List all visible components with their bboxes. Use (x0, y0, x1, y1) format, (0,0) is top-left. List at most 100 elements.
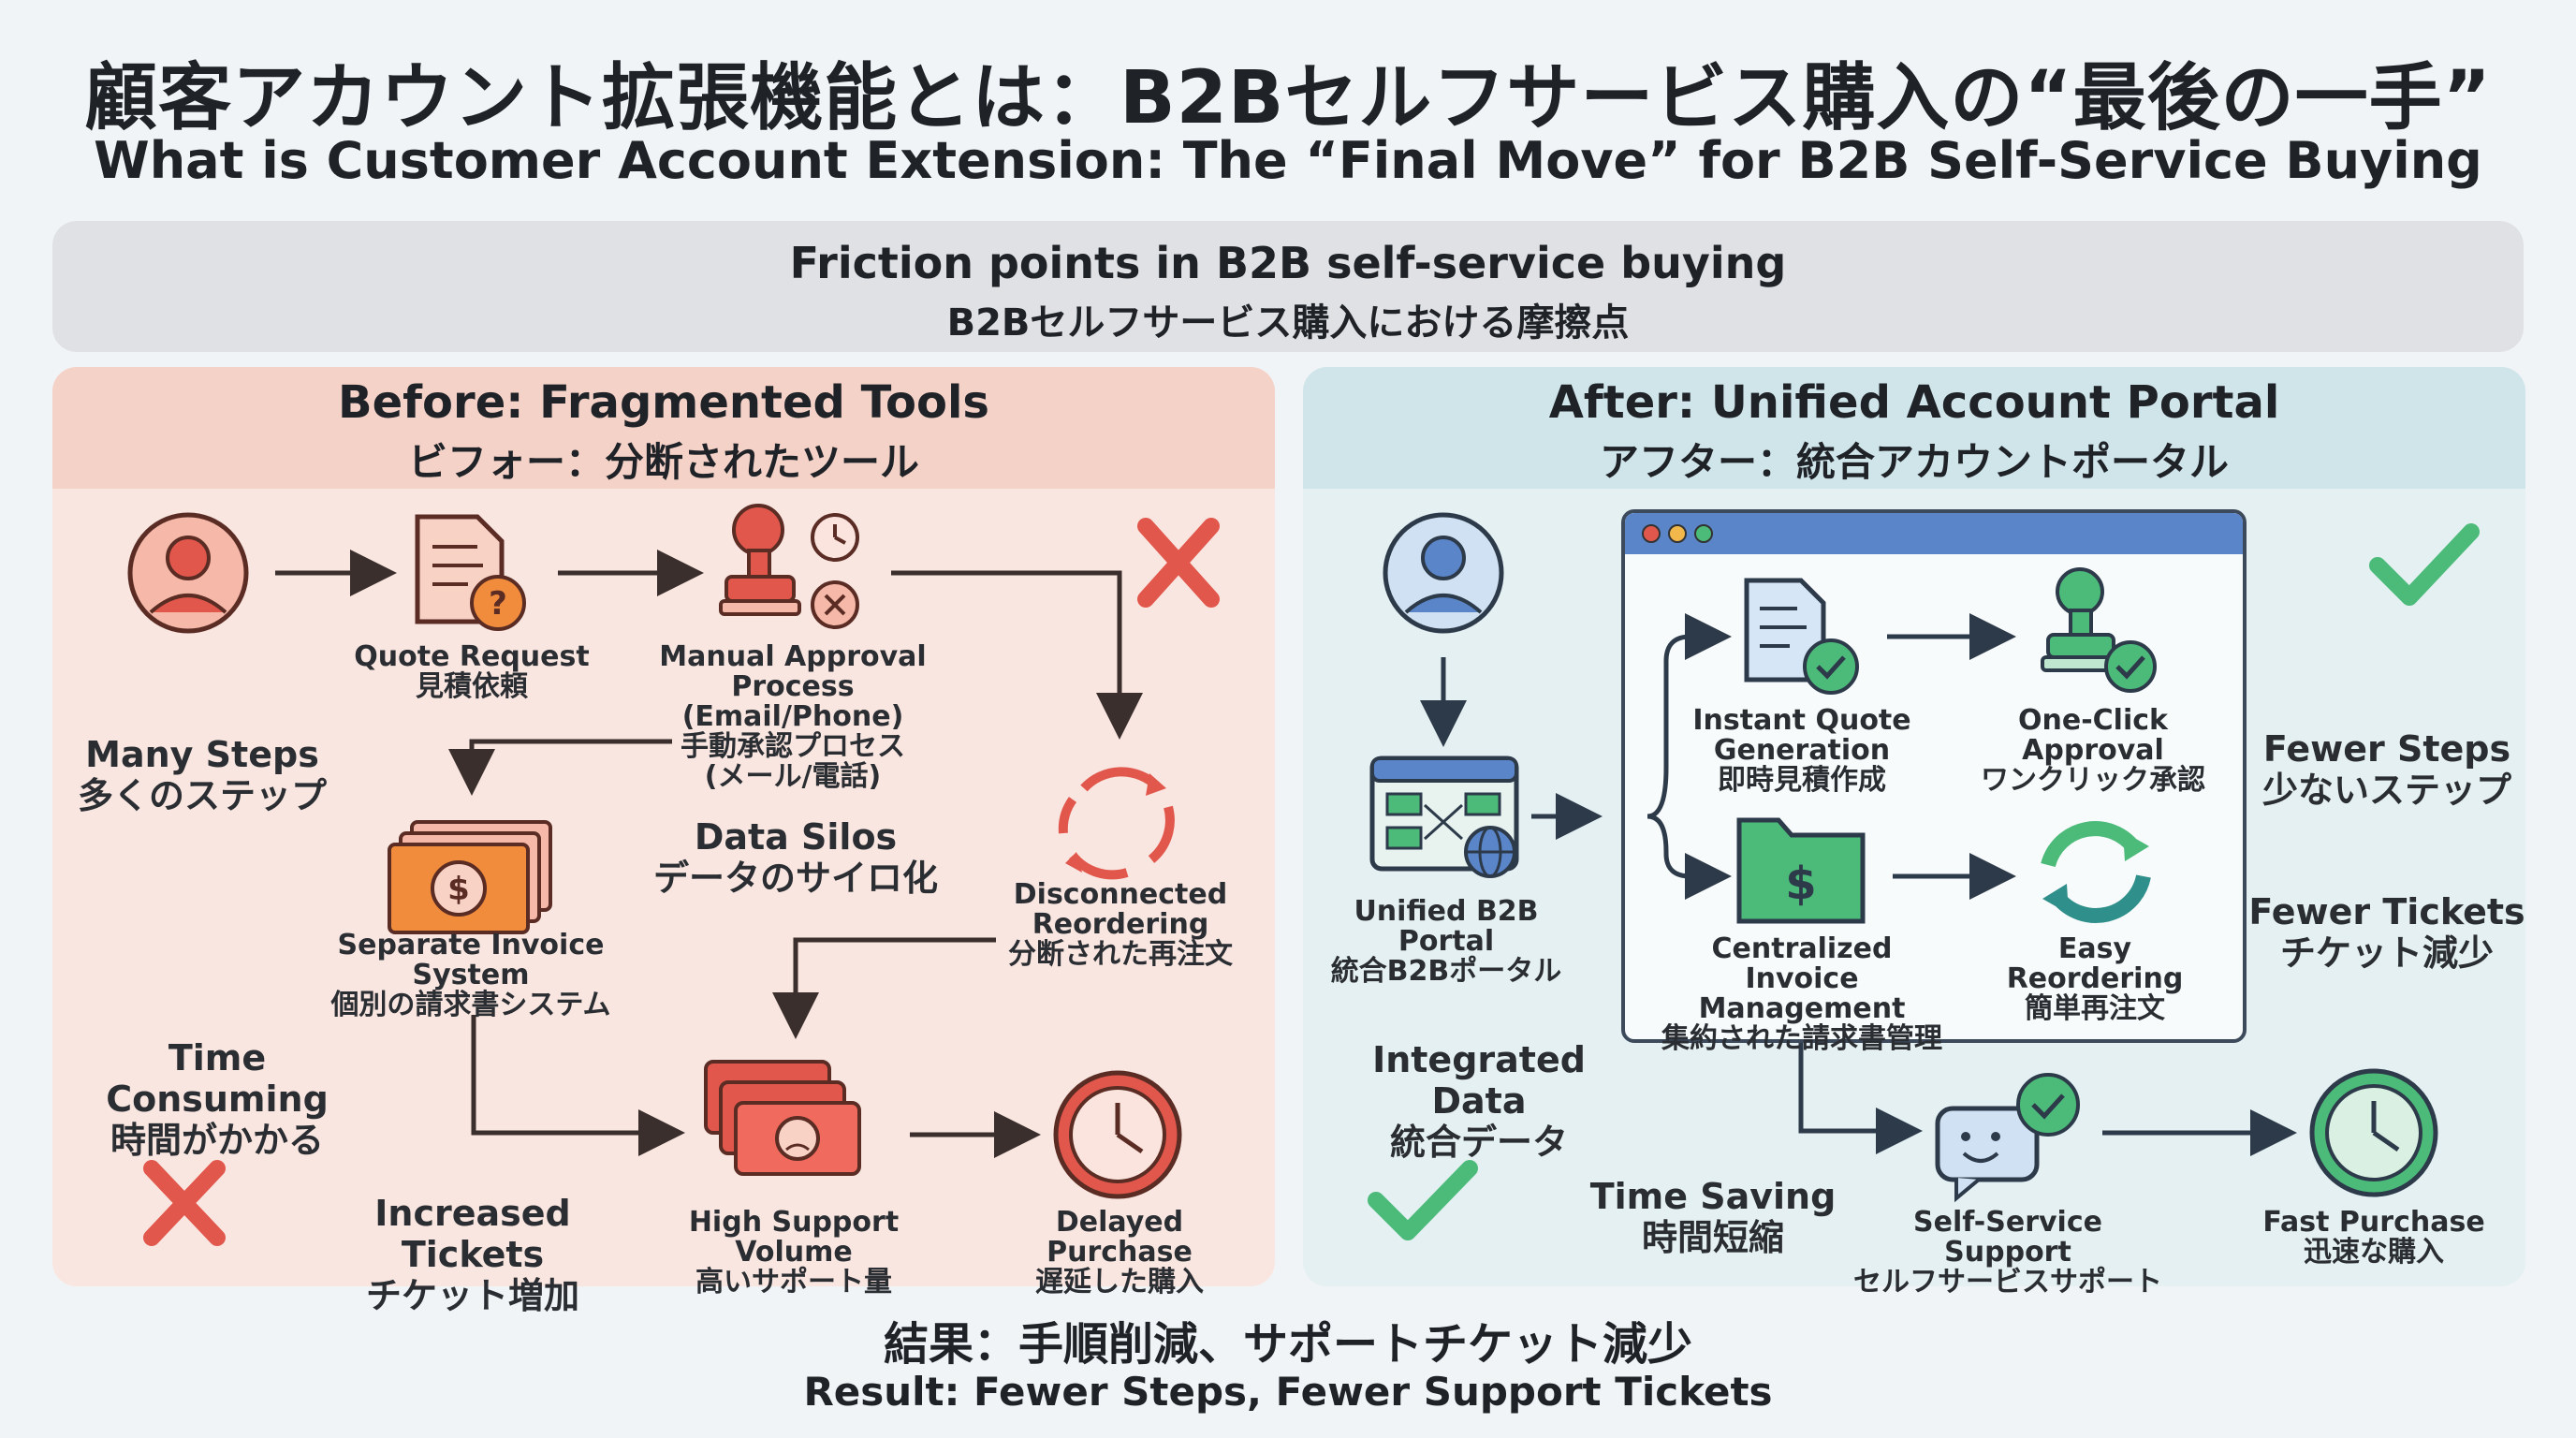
browser-title-bar (1625, 513, 2243, 554)
before-flow-arrows (275, 550, 1143, 1158)
data-silos-jp: データのサイロ化 (652, 858, 938, 899)
fewer-tickets-jp: チケット減少 (2279, 932, 2494, 974)
integrated-data-label: Integrated Data 統合データ (1329, 1039, 1629, 1163)
time-consuming-en: Time Consuming (106, 1037, 329, 1120)
easy-reorder-en: Easy Reordering (2006, 932, 2184, 995)
user-icon-before (127, 512, 249, 634)
after-title-jp: アフター：統合アカウントポータル (1599, 439, 2229, 485)
portal-integration-icon (1369, 756, 1519, 878)
window-maximize-dot (1694, 524, 1713, 543)
before-panel-header: Before: Fragmented Tools ビフォー：分断されたツール (52, 367, 1275, 489)
centralized-en-2: Management (1698, 992, 1906, 1025)
window-minimize-dot (1668, 524, 1687, 543)
high-support-jp: 高いサポート量 (695, 1266, 892, 1299)
manual-approval-jp-2: (メール/電話) (704, 760, 882, 793)
quote-request-en: Quote Request (354, 640, 590, 673)
unified-portal-label: Unified B2B Portal 統合B2Bポータル (1310, 897, 1582, 987)
quote-request-label: Quote Request 見積依頼 (350, 642, 593, 702)
time-consuming-jp: 時間がかかる (110, 1120, 324, 1161)
easy-reorder-label: Easy Reordering 簡単再注文 (1966, 934, 2224, 1024)
svg-text:$: $ (1785, 858, 1816, 910)
time-consuming-label: Time Consuming 時間がかかる (67, 1037, 367, 1161)
many-steps-en: Many Steps (85, 734, 319, 775)
centralized-jp: 集約された請求書管理 (1661, 1022, 1942, 1055)
easy-reorder-refresh-icon (2041, 821, 2151, 923)
fewer-tickets-label: Fewer Tickets チケット減少 (2247, 891, 2527, 974)
time-saving-label: Time Saving 時間短縮 (1582, 1176, 1844, 1258)
many-steps-label: Many Steps 多くのステップ (71, 734, 333, 816)
svg-text:?: ? (489, 585, 507, 623)
svg-text:$: $ (447, 871, 470, 908)
disconnected-en-2: Reordering (1032, 908, 1209, 941)
increased-tickets-label: Increased Tickets チケット増加 (318, 1193, 627, 1316)
delayed-purchase-label: Delayed Purchase 遅延した購入 (988, 1208, 1251, 1298)
fast-purchase-label: Fast Purchase 迅速な購入 (2250, 1208, 2497, 1268)
centralized-en-1: Centralized Invoice (1711, 932, 1893, 995)
portal-browser-window (1621, 509, 2247, 1043)
invoice-folder-icon: $ (1736, 817, 1866, 924)
manual-approval-jp-1: 手動承認プロセス (681, 730, 905, 763)
fast-purchase-jp: 迅速な購入 (2304, 1236, 2444, 1269)
after-flow-arrows (1420, 613, 2297, 1156)
separate-invoice-label: Separate Invoice System 個別の請求書システム (298, 931, 644, 1020)
result-en: Result: Fewer Steps, Fewer Support Ticke… (803, 1369, 1773, 1415)
one-click-en: One-Click Approval (2018, 704, 2168, 767)
fewer-steps-label: Fewer Steps 少ないステップ (2247, 728, 2527, 811)
time-saving-en: Time Saving (1589, 1176, 1837, 1217)
clock-icon-delayed (1053, 1070, 1182, 1199)
invoice-money-icon: $ (388, 820, 552, 934)
cross-icon-bottom (143, 1160, 226, 1246)
increased-tickets-en: Increased Tickets (374, 1193, 571, 1275)
manual-approval-en-1: Manual Approval Process (659, 640, 927, 703)
result-jp: 結果：手順削減、サポートチケット減少 (883, 1318, 1692, 1371)
after-title-en: After: Unified Account Portal (1548, 376, 2280, 429)
integrated-data-jp: 統合データ (1389, 1122, 1568, 1163)
fewer-steps-jp: 少ないステップ (2261, 770, 2511, 811)
delayed-purchase-en: Delayed Purchase (1046, 1206, 1193, 1269)
centralized-invoice-label: Centralized Invoice Management 集約された請求書管… (1651, 934, 1953, 1054)
instant-quote-en-1: Instant Quote (1692, 704, 1911, 737)
disconnected-reordering-label: Disconnected Reordering 分断された再注文 (994, 880, 1247, 970)
instant-quote-jp: 即時見積作成 (1718, 764, 1886, 797)
high-support-label: High Support Volume 高いサポート量 (637, 1208, 951, 1298)
high-support-en: High Support Volume (688, 1206, 900, 1269)
manual-approval-en-2: (Email/Phone) (681, 700, 904, 733)
delayed-purchase-jp: 遅延した購入 (1035, 1266, 1204, 1299)
self-service-jp: セルフサービスサポート (1853, 1266, 2162, 1299)
tickets-icon (704, 1060, 861, 1176)
unified-portal-en: Unified B2B Portal (1354, 895, 1539, 958)
unified-portal-jp: 統合B2Bポータル (1330, 955, 1562, 988)
self-service-en: Self-Service Support (1913, 1206, 2102, 1269)
disconnected-jp: 分断された再注文 (1008, 938, 1233, 971)
fast-purchase-en: Fast Purchase (2262, 1206, 2485, 1239)
one-click-jp: ワンクリック承認 (1981, 764, 2205, 797)
refresh-broken-icon (1058, 767, 1175, 880)
many-steps-jp: 多くのステップ (77, 775, 327, 816)
friction-title-en: Friction points in B2B self-service buyi… (789, 238, 1787, 288)
check-icon-top (2369, 523, 2480, 606)
cross-icon-top (1137, 518, 1220, 608)
user-icon-after (1383, 512, 1504, 634)
before-title-en: Before: Fragmented Tools (338, 376, 989, 429)
fewer-tickets-en: Fewer Tickets (2248, 891, 2525, 932)
chat-support-icon (1935, 1073, 2080, 1203)
after-panel-header: After: Unified Account Portal アフター：統合アカウ… (1303, 367, 2525, 489)
one-click-stamp-icon (2041, 567, 2157, 693)
fewer-steps-en: Fewer Steps (2262, 728, 2511, 770)
instant-quote-en-2: Generation (1713, 734, 1891, 767)
integrated-data-en: Integrated Data (1372, 1039, 1586, 1122)
easy-reorder-jp: 簡単再注文 (2025, 992, 2165, 1025)
clock-icon-fast (2309, 1068, 2438, 1197)
data-silos-label: Data Silos データのサイロ化 (646, 816, 945, 899)
instant-quote-document-icon (1744, 578, 1859, 695)
window-close-dot (1642, 524, 1661, 543)
page-title-en: What is Customer Account Extension: The … (94, 131, 2482, 190)
self-service-label: Self-Service Support セルフサービスサポート (1853, 1208, 2162, 1298)
separate-invoice-en: Separate Invoice System (337, 929, 605, 991)
before-title-jp: ビフォー：分断されたツール (407, 439, 919, 485)
quote-request-jp: 見積依頼 (416, 670, 528, 703)
quote-document-icon: ? (415, 514, 526, 631)
instant-quote-label: Instant Quote Generation 即時見積作成 (1676, 706, 1928, 796)
one-click-label: One-Click Approval ワンクリック承認 (1953, 706, 2233, 796)
